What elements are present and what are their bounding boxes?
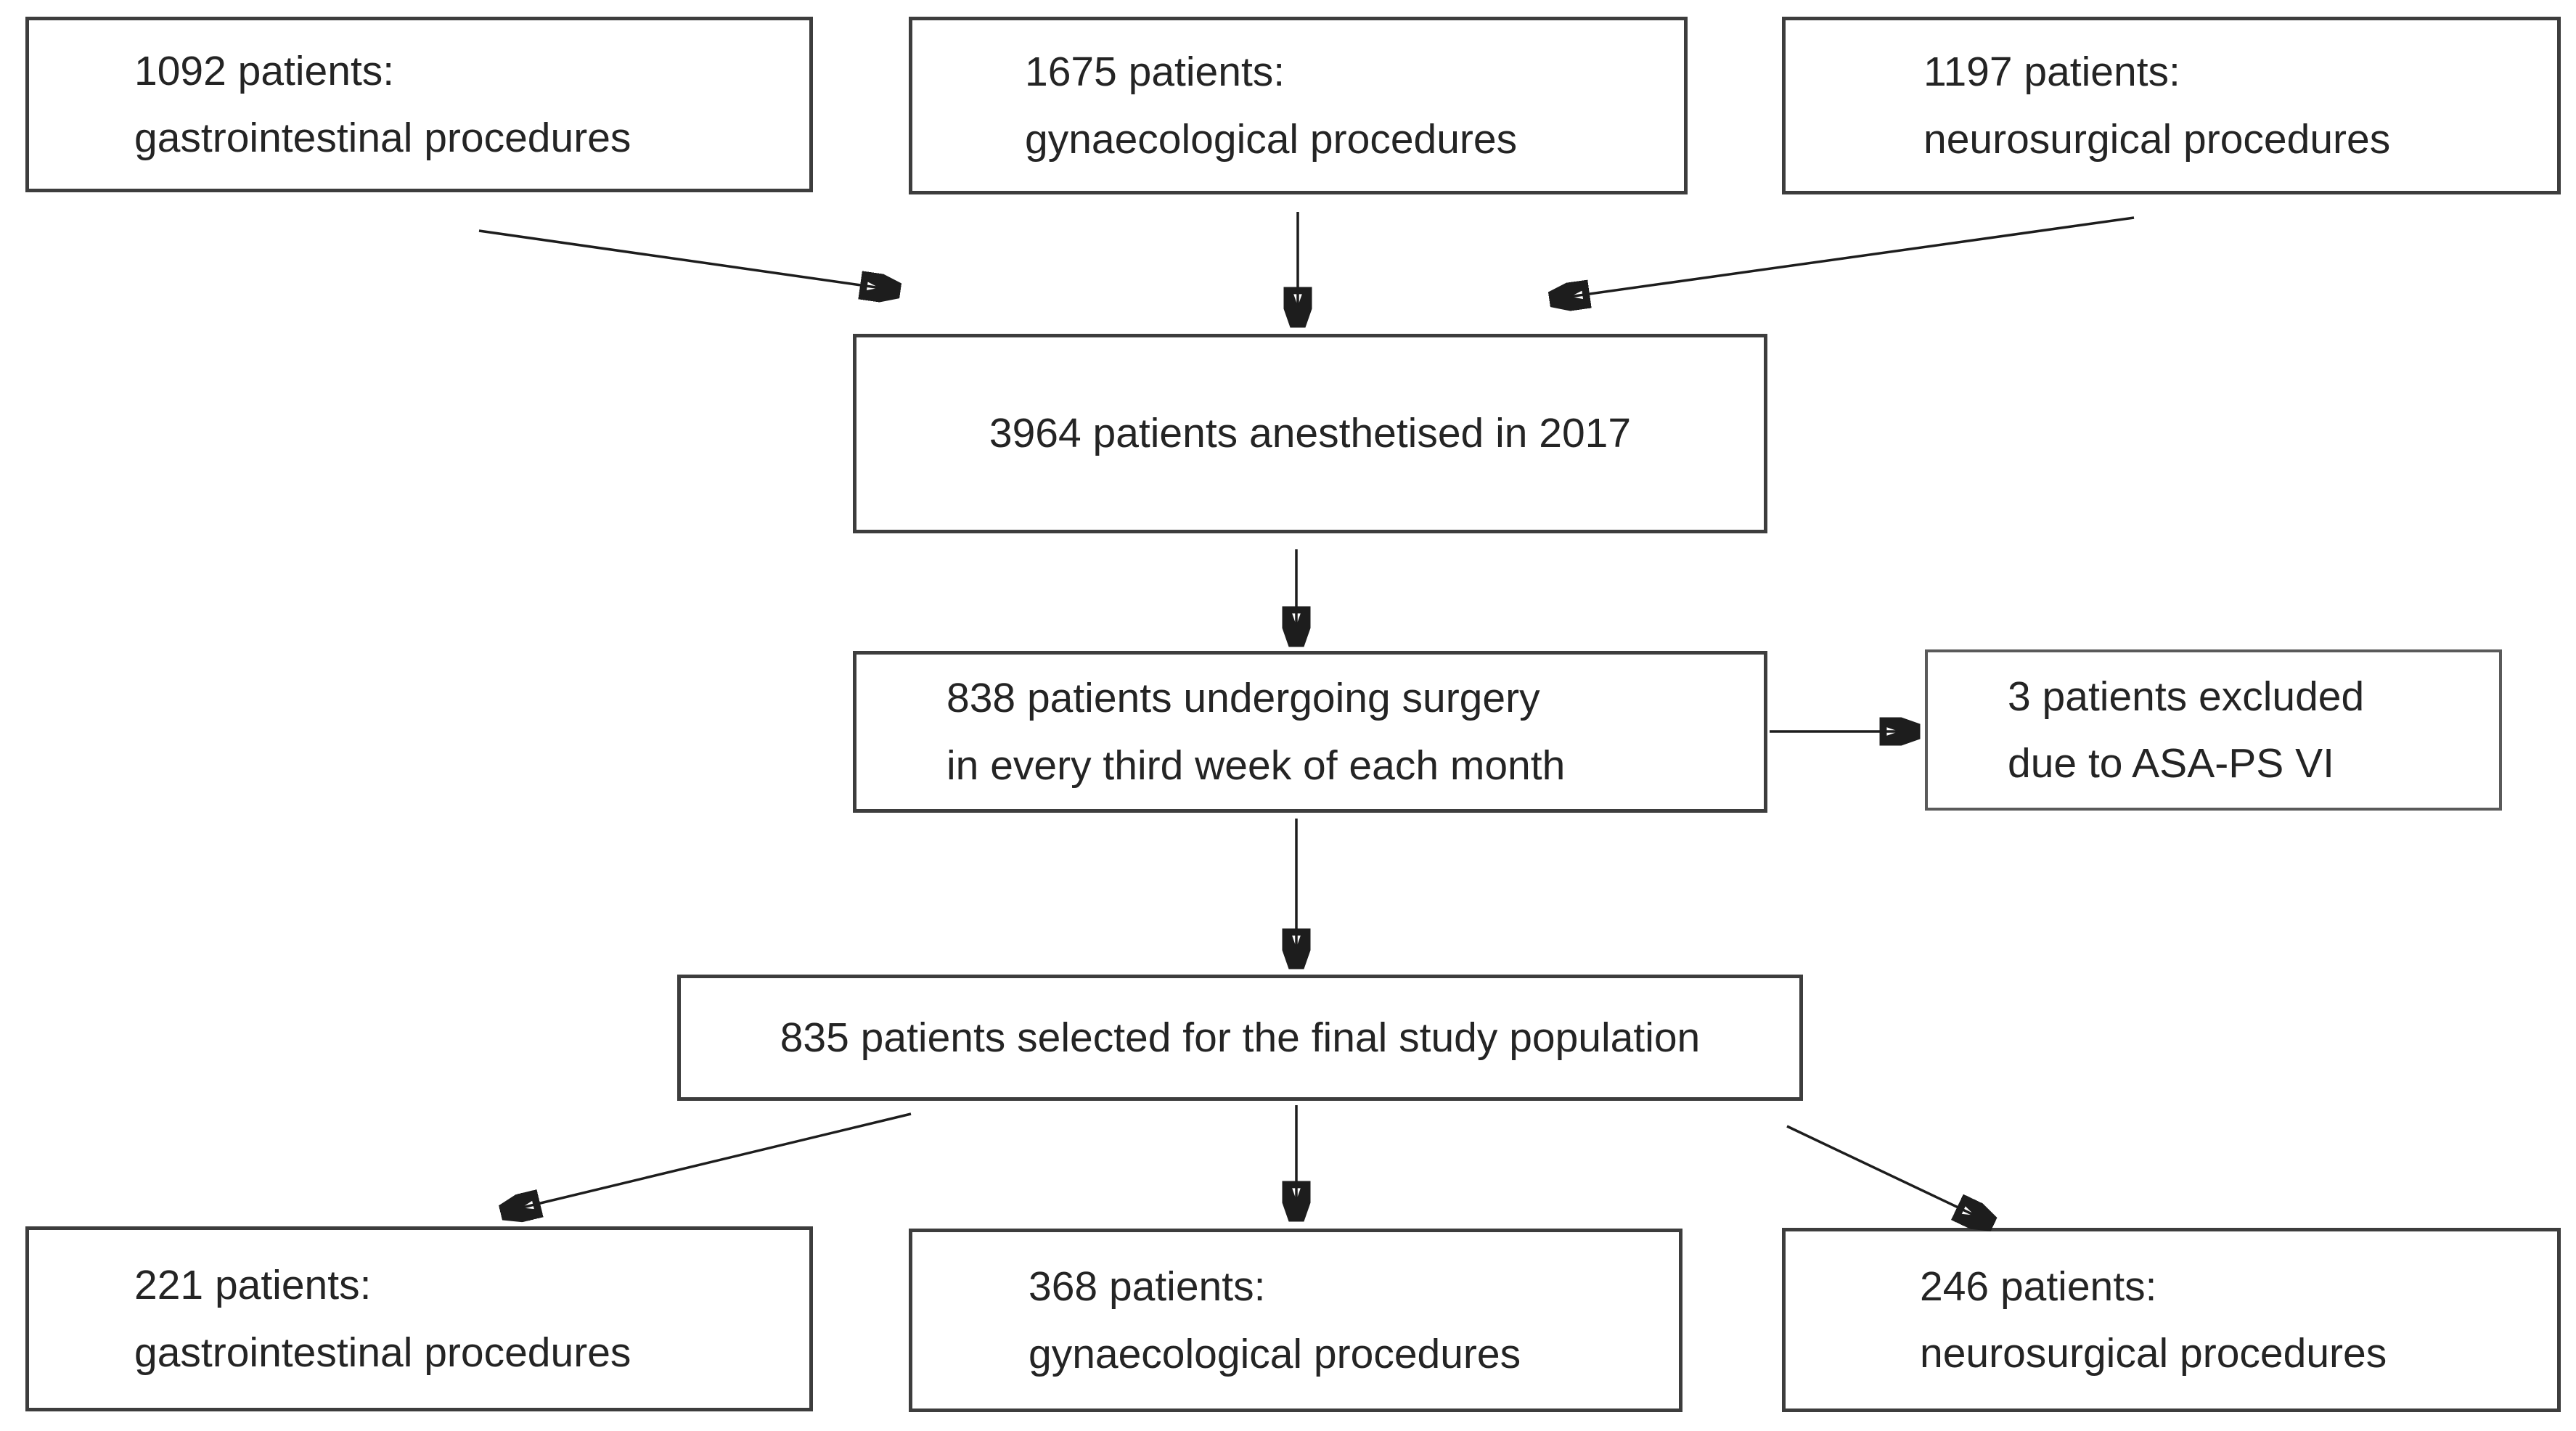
node-line: gastrointestinal procedures <box>134 115 631 161</box>
node-246-neurosurgical: 246 patients: neurosurgical procedures <box>1782 1228 2561 1412</box>
node-line: gynaecological procedures <box>1029 1330 1521 1377</box>
node-line: 1197 patients: <box>1923 49 2180 96</box>
node-line: neurosurgical procedures <box>1920 1330 2387 1377</box>
node-line: in every third week of each month <box>946 742 1566 789</box>
edge-finalpopulation-to-bottomright <box>1786 1125 1990 1223</box>
node-line: 221 patients: <box>134 1262 372 1309</box>
node-line: 3 patients excluded <box>2008 673 2365 720</box>
node-368-gynaecological: 368 patients: gynaecological procedures <box>909 1229 1682 1412</box>
node-line: neurosurgical procedures <box>1923 115 2391 163</box>
node-1092-gastrointestinal: 1092 patients: gastrointestinal procedur… <box>25 17 813 192</box>
node-line: 3964 patients anesthetised in 2017 <box>989 410 1632 457</box>
node-line: gastrointestinal procedures <box>134 1329 631 1376</box>
edge-topright-to-anesthetised <box>1553 216 2135 299</box>
node-221-gastrointestinal: 221 patients: gastrointestinal procedure… <box>25 1226 813 1411</box>
node-3-excluded: 3 patients excluded due to ASA-PS VI <box>1925 649 2502 811</box>
edge-finalpopulation-to-bottomleft <box>504 1112 912 1212</box>
node-line: gynaecological procedures <box>1025 115 1518 163</box>
node-line: 835 patients selected for the final stud… <box>780 1014 1701 1061</box>
node-838-third-week: 838 patients undergoing surgery in every… <box>853 651 1767 813</box>
node-line: 1092 patients: <box>134 47 395 94</box>
node-line: 838 patients undergoing surgery <box>946 675 1540 722</box>
edge-topleft-to-anesthetised <box>478 229 896 290</box>
node-3964-anesthetised: 3964 patients anesthetised in 2017 <box>853 334 1767 533</box>
node-line: 1675 patients: <box>1025 49 1285 96</box>
node-line: 246 patients: <box>1920 1263 2157 1310</box>
node-line: due to ASA-PS VI <box>2008 740 2334 787</box>
node-1197-neurosurgical: 1197 patients: neurosurgical procedures <box>1782 17 2561 194</box>
node-835-final-population: 835 patients selected for the final stud… <box>677 975 1803 1101</box>
node-line: 368 patients: <box>1029 1263 1266 1311</box>
node-1675-gynaecological: 1675 patients: gynaecological procedures <box>909 17 1688 194</box>
